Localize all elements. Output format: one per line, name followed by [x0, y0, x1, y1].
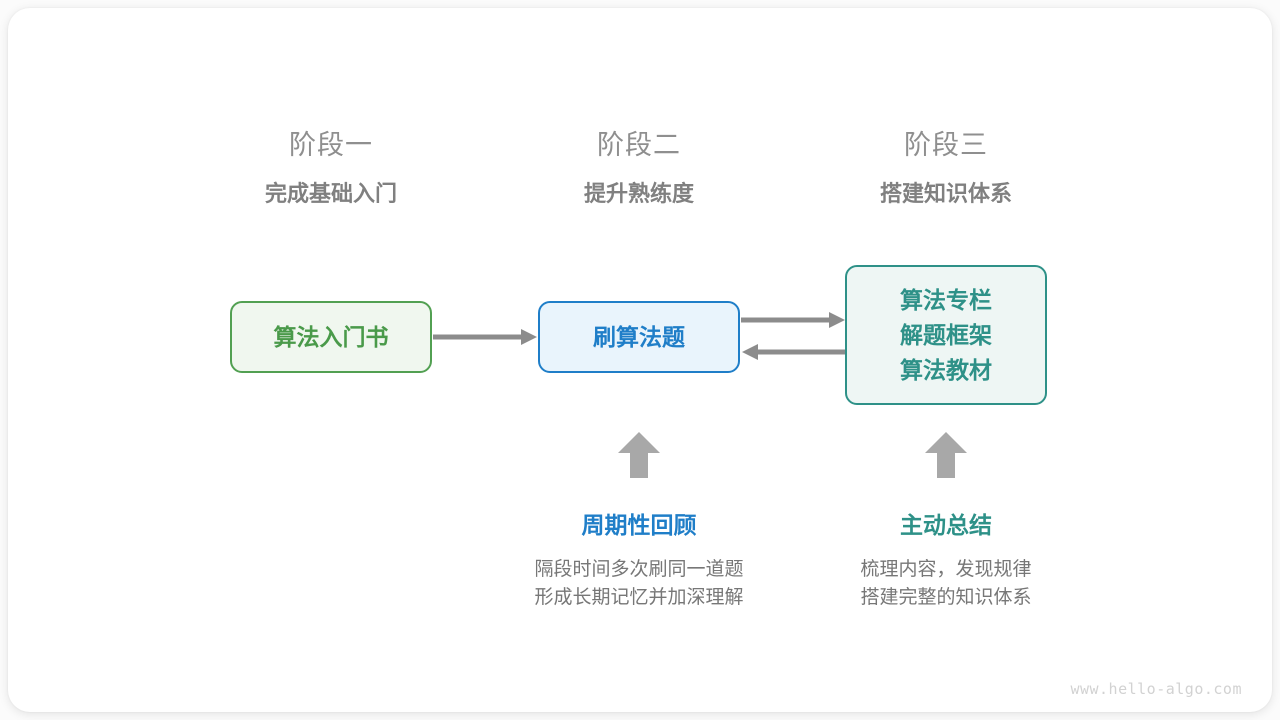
stage-title-3: 阶段三 — [904, 130, 988, 160]
note-periodic-review-body: 隔段时间多次刷同一道题 形成长期记忆并加深理解 — [489, 556, 789, 612]
stage-header-2: 阶段二 提升熟练度 — [509, 128, 769, 209]
node-practice-problems[interactable]: 刷算法题 — [538, 301, 740, 373]
up-arrow-periodic-review — [618, 432, 660, 478]
node-knowledge-resources[interactable]: 算法专栏 解题框架 算法教材 — [845, 265, 1047, 405]
note-active-summary-body-line-1: 梳理内容，发现规律 — [860, 559, 1032, 580]
node-practice-problems-line-1: 刷算法题 — [593, 323, 685, 350]
stage-header-1: 阶段一 完成基础入门 — [201, 128, 461, 209]
up-arrow-active-summary — [925, 432, 967, 478]
stage-header-3: 阶段三 搭建知识体系 — [816, 128, 1076, 209]
node-intro-book-line-1: 算法入门书 — [273, 323, 389, 350]
note-active-summary: 主动总结 梳理内容，发现规律 搭建完整的知识体系 — [796, 510, 1096, 612]
node-knowledge-resources-line-3: 算法教材 — [900, 356, 992, 383]
node-intro-book[interactable]: 算法入门书 — [230, 301, 432, 373]
stage-subtitle-2: 提升熟练度 — [583, 181, 694, 206]
node-knowledge-resources-line-2: 解题框架 — [900, 321, 992, 348]
stage-title-2: 阶段二 — [597, 130, 681, 160]
stage-subtitle-1: 完成基础入门 — [264, 181, 397, 206]
stage-subtitle-3: 搭建知识体系 — [879, 181, 1012, 206]
node-knowledge-resources-line-1: 算法专栏 — [900, 286, 992, 313]
arrow-practice-to-resources — [741, 310, 846, 330]
arrow-intro-to-practice — [433, 327, 538, 347]
note-active-summary-body: 梳理内容，发现规律 搭建完整的知识体系 — [796, 556, 1096, 612]
watermark-url: www.hello-algo.com — [1070, 680, 1242, 698]
stage-title-1: 阶段一 — [289, 130, 373, 160]
note-periodic-review-body-line-2: 形成长期记忆并加深理解 — [534, 587, 744, 608]
note-periodic-review: 周期性回顾 隔段时间多次刷同一道题 形成长期记忆并加深理解 — [489, 510, 789, 612]
note-periodic-review-body-line-1: 隔段时间多次刷同一道题 — [534, 559, 744, 580]
arrow-resources-to-practice — [741, 342, 846, 362]
note-active-summary-body-line-2: 搭建完整的知识体系 — [860, 587, 1032, 608]
note-periodic-review-title: 周期性回顾 — [581, 512, 697, 538]
note-active-summary-title: 主动总结 — [900, 512, 992, 538]
